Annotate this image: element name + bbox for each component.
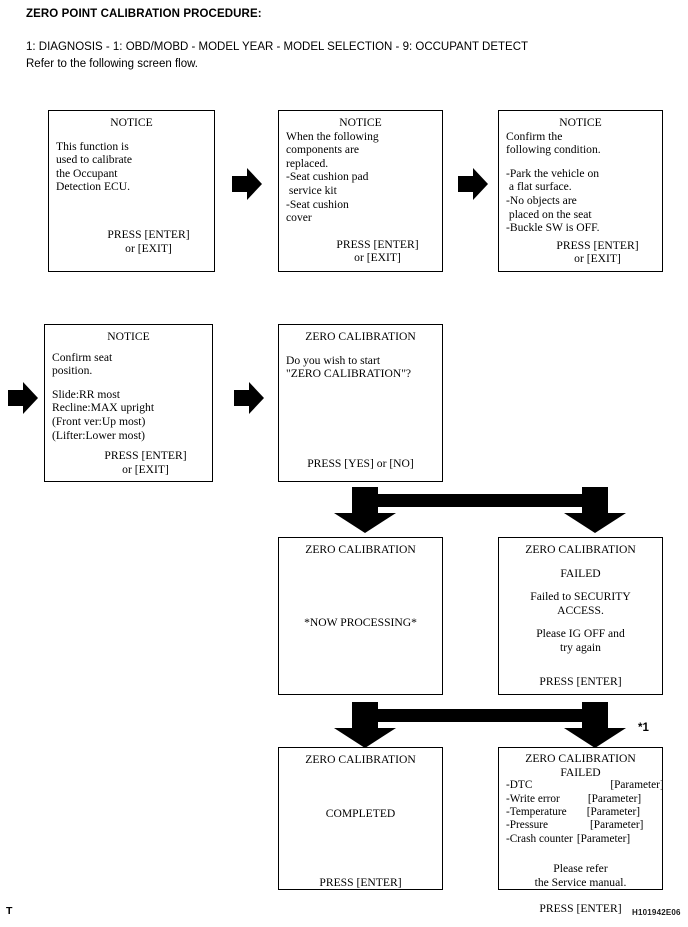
screen-body-line: Please IG OFF and	[536, 627, 625, 641]
parameter-value: [Parameter]	[576, 832, 631, 845]
screen-header: NOTICE	[110, 116, 153, 129]
screen-body-line: Confirm seat	[52, 350, 113, 364]
screen-footer-line: or [EXIT]	[574, 252, 621, 266]
screen-bullet-line: -Buckle SW is OFF.	[506, 221, 600, 235]
screen-bullet-line: a flat surface.	[506, 180, 572, 194]
screen-footer-line: or [EXIT]	[122, 462, 169, 476]
parameter-label: -Crash counter	[506, 832, 573, 845]
screen-body-line: Detection ECU.	[56, 180, 131, 194]
fork-arrow-icon	[330, 487, 630, 533]
footnote-marker: *1	[638, 722, 649, 734]
screen-calibration-completed: ZERO CALIBRATION COMPLETED PRESS [ENTER]	[278, 747, 443, 890]
screen-body-line: following condition.	[506, 143, 601, 157]
screen-footer-line: or [EXIT]	[125, 241, 172, 255]
screen-footer-line: PRESS [YES] or [NO]	[307, 456, 414, 470]
screen-footer-line: PRESS [ENTER]	[319, 876, 402, 890]
parameter-row: -DTC [Parameter]	[506, 779, 664, 792]
fork-arrow-icon	[330, 702, 630, 748]
screen-header: ZERO CALIBRATION	[525, 752, 636, 765]
screen-body-line: position.	[52, 364, 93, 378]
screen-calibration-processing: ZERO CALIBRATION *NOW PROCESSING*	[278, 537, 443, 695]
screen-bullet-line: cover	[286, 211, 312, 225]
parameter-label: -Write error	[506, 792, 560, 805]
parameter-value: [Parameter]	[587, 792, 642, 805]
screen-bullet-line: service kit	[286, 183, 337, 197]
screen-bullet-line: (Lifter:Lower most)	[52, 428, 146, 442]
screen-bullet-line: -Seat cushion pad	[286, 170, 369, 184]
screen-bullet-line: Recline:MAX upright	[52, 401, 155, 415]
parameter-label: -DTC	[506, 779, 533, 792]
arrow-right-icon	[234, 380, 264, 416]
parameter-row: -Temperature [Parameter]	[506, 806, 655, 819]
page-marker: T	[6, 905, 13, 917]
screen-body-line: the Service manual.	[534, 875, 627, 889]
screen-bullet-line: -Park the vehicle on	[506, 166, 600, 180]
arrow-right-icon	[8, 380, 38, 416]
screen-notice-seat-position: NOTICE Confirm seat position. Slide:RR m…	[44, 324, 213, 482]
figure-id: H101942E06	[632, 908, 681, 917]
parameter-label: -Temperature	[506, 806, 567, 818]
screen-bullet-line: -No objects are	[506, 193, 577, 207]
screen-body-line: the Occupant	[56, 166, 118, 180]
parameter-value: [Parameter]	[610, 779, 664, 792]
screen-bullet-line: Slide:RR most	[52, 387, 120, 401]
screen-status: *NOW PROCESSING*	[304, 615, 417, 629]
arrow-right-icon	[232, 166, 262, 202]
screen-body-line: try again	[560, 640, 601, 654]
screen-header: NOTICE	[339, 116, 382, 129]
parameter-row: -Write error [Parameter]	[506, 793, 655, 806]
screen-body-line: components are	[286, 143, 360, 157]
screen-notice-condition: NOTICE Confirm the following condition. …	[498, 110, 663, 272]
screen-header: NOTICE	[559, 116, 602, 129]
screen-body-line: ACCESS.	[557, 603, 604, 617]
screen-body-line: used to calibrate	[56, 153, 132, 167]
screen-body-line: Do you wish to start	[286, 353, 381, 367]
screen-footer-line: or [EXIT]	[354, 251, 401, 265]
screen-calibration-failed-params: ZERO CALIBRATION FAILED -DTC[Parameter] …	[498, 747, 664, 915]
screen-footer-line: PRESS [ENTER]	[104, 449, 187, 463]
parameter-label: -Pressure	[506, 819, 549, 832]
screen-body-line: Please refer	[553, 862, 608, 876]
screen-notice-function: NOTICE This function is used to calibrat…	[48, 110, 215, 272]
screen-status: FAILED	[560, 566, 601, 580]
screen-body-line: Failed to SECURITY	[530, 590, 631, 604]
screen-body-line: When the following	[286, 129, 379, 143]
screen-header: NOTICE	[107, 330, 150, 343]
screen-bullet-line: (Front ver:Up most)	[52, 414, 146, 428]
screen-header: ZERO CALIBRATION	[305, 753, 416, 766]
screen-header: ZERO CALIBRATION	[305, 330, 416, 343]
arrow-right-icon	[458, 166, 488, 202]
screen-bullet-line: placed on the seat	[506, 207, 592, 221]
screen-calibration-prompt: ZERO CALIBRATION Do you wish to start "Z…	[278, 324, 443, 482]
parameter-value: [Parameter]	[590, 819, 644, 832]
screen-header: ZERO CALIBRATION	[305, 543, 416, 556]
screen-body-line: Confirm the	[506, 129, 563, 143]
screen-body-line: "ZERO CALIBRATION"?	[286, 367, 412, 381]
screen-calibration-failed-security: ZERO CALIBRATION FAILED Failed to SECURI…	[498, 537, 663, 695]
screen-footer-line: PRESS [ENTER]	[336, 237, 419, 251]
screen-footer-line: PRESS [ENTER]	[539, 902, 622, 916]
screen-status: FAILED	[560, 765, 601, 779]
refer-note: Refer to the following screen flow.	[26, 58, 198, 70]
screen-footer-line: PRESS [ENTER]	[107, 227, 190, 241]
screen-footer-line: PRESS [ENTER]	[556, 238, 639, 252]
parameter-row: -Pressure [Parameter]	[506, 819, 655, 832]
parameter-value: [Parameter]	[586, 806, 641, 818]
screen-footer-line: PRESS [ENTER]	[539, 674, 622, 688]
screen-bullet-line: -Seat cushion	[286, 197, 349, 211]
parameter-row: -Crash counter[Parameter]	[506, 833, 655, 846]
screen-body-line: replaced.	[286, 156, 329, 170]
screen-body-line: This function is	[56, 139, 129, 153]
screen-header: ZERO CALIBRATION	[525, 543, 636, 556]
screen-status: COMPLETED	[325, 806, 396, 820]
page-title: ZERO POINT CALIBRATION PROCEDURE:	[26, 8, 262, 20]
screen-notice-components: NOTICE When the following components are…	[278, 110, 443, 272]
menu-path-line: 1: DIAGNOSIS - 1: OBD/MOBD - MODEL YEAR …	[26, 41, 529, 53]
